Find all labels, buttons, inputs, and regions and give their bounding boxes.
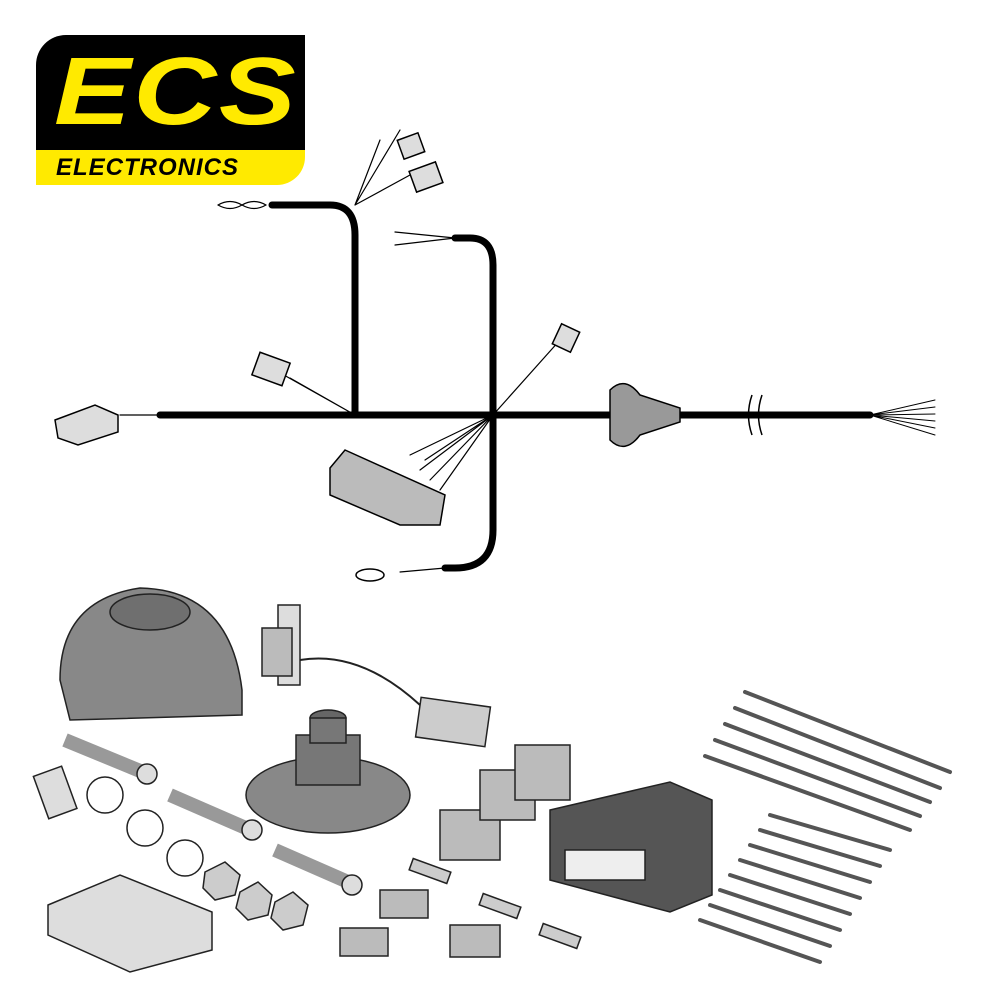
washer-2 (126, 809, 164, 847)
connector-left (250, 351, 292, 387)
relay-connector (414, 696, 492, 748)
bolt-1 (62, 733, 153, 782)
clip-3 (514, 744, 571, 801)
module-socket (564, 849, 646, 881)
bolt-2 (167, 788, 258, 839)
cable-tie (743, 690, 952, 774)
housing-1 (379, 889, 429, 919)
connector-housings (339, 744, 571, 958)
crimp-terminals (408, 857, 582, 950)
connector-top-2 (408, 160, 444, 194)
washer-3 (166, 839, 204, 877)
housing-3 (449, 924, 501, 958)
bolt-3 (272, 843, 358, 892)
connector-right (551, 322, 581, 354)
washer-1 (86, 776, 124, 814)
instruction-booklet (47, 874, 213, 973)
ecs-logo: ECS ELECTRONICS (36, 35, 305, 185)
connector-top-1 (396, 131, 426, 161)
cable-ties (698, 690, 952, 964)
harness-connectors (54, 131, 763, 582)
housing-2 (339, 927, 389, 957)
right-branch-cable (441, 234, 497, 572)
connector-plug-left (54, 404, 119, 446)
logo-subtitle-text: ELECTRONICS (56, 154, 240, 181)
cable-grommet (609, 382, 681, 448)
cable-break-mark (747, 394, 763, 436)
logo-brand-text: ECS (54, 38, 299, 145)
nut-3 (270, 891, 309, 931)
socket-cover-top (109, 593, 191, 631)
kit-parts (32, 587, 713, 973)
fuse (32, 765, 78, 820)
socket-cover (59, 587, 243, 721)
multi-pin-connector (329, 449, 446, 526)
relay (261, 627, 293, 677)
logo-black-panel (36, 35, 305, 150)
nut-1 (202, 861, 241, 901)
electronic-module (549, 781, 713, 913)
wiring-harness (119, 129, 936, 573)
upper-branch-cable (268, 201, 359, 419)
logo-yellow-band (36, 150, 305, 185)
ring-terminal (355, 568, 385, 582)
nut-2 (235, 881, 273, 921)
